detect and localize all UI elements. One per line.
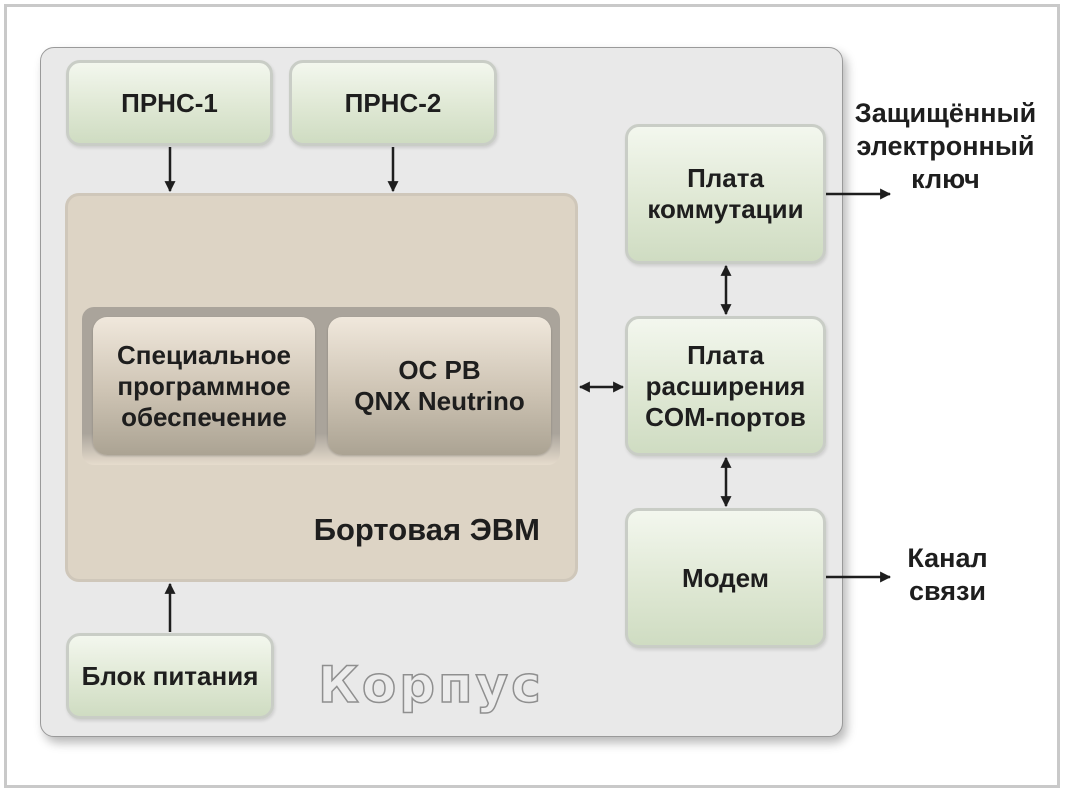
modem-block: Модем <box>625 508 826 648</box>
switch-board-line-2: коммутации <box>647 194 804 224</box>
rtos-line-2: QNX Neutrino <box>354 386 525 416</box>
comm-channel-label: Канал связи <box>885 542 1010 608</box>
comm-channel-line-1: Канал <box>907 543 988 573</box>
power-supply-block: Блок питания <box>66 633 274 719</box>
power-supply-label: Блок питания <box>81 660 259 691</box>
prns-2-label: ПРНС-2 <box>344 87 442 118</box>
special-software-line-2: программное <box>117 370 291 401</box>
switch-board-block: Плата коммутации <box>625 124 826 264</box>
com-expansion-board-block: Плата расширения COM-портов <box>625 316 826 456</box>
onboard-computer-label: Бортовая ЭВМ <box>313 512 540 547</box>
com-board-line-1: Плата <box>687 339 764 370</box>
prns-2-block: ПРНС-2 <box>289 60 497 146</box>
secure-key-line-2: электронный <box>856 131 1035 161</box>
special-software-line-3: обеспечение <box>121 401 287 432</box>
com-board-line-3: COM-портов <box>645 401 806 432</box>
rtos-block: ОС РВ QNX Neutrino <box>328 317 551 455</box>
modem-label: Модем <box>681 562 770 593</box>
special-software-line-1: Специальное <box>117 339 291 370</box>
com-board-line-2: расширения <box>645 370 806 401</box>
secure-key-line-3: ключ <box>911 164 980 194</box>
prns-1-block: ПРНС-1 <box>66 60 273 146</box>
secure-key-line-1: Защищённый <box>854 98 1037 128</box>
comm-channel-line-2: связи <box>908 576 987 606</box>
special-software-block: Специальное программное обеспечение <box>93 317 315 455</box>
corpus-label: Корпус <box>317 655 544 715</box>
prns-1-label: ПРНС-1 <box>121 87 218 118</box>
switch-board-line-1: Плата <box>687 163 764 193</box>
rtos-line-1: ОС РВ <box>398 355 481 385</box>
secure-key-label: Защищённый электронный ключ <box>848 97 1043 196</box>
